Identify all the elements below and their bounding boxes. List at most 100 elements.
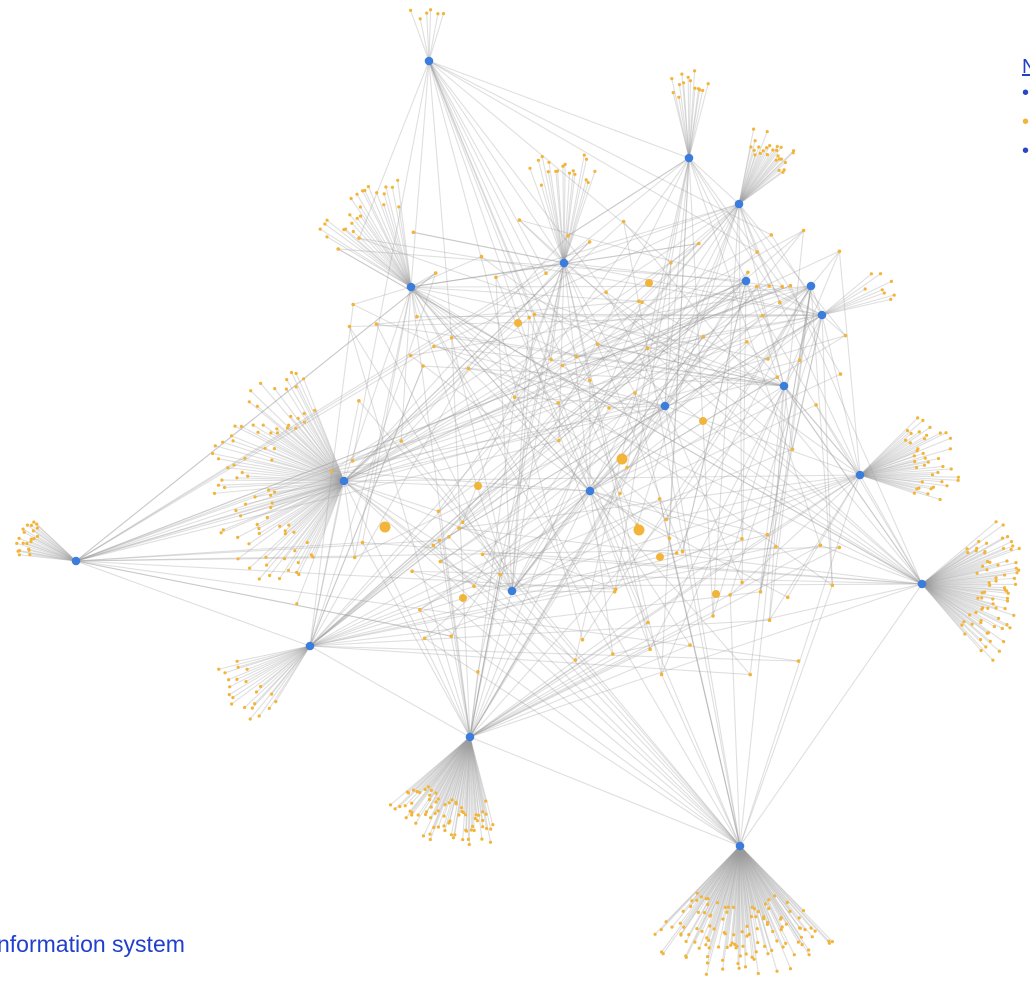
edge: [376, 285, 812, 325]
edge: [746, 341, 861, 476]
edge: [688, 90, 704, 159]
connector-node: [637, 299, 641, 304]
leaf-node: [285, 378, 289, 382]
edge: [664, 405, 743, 583]
edge: [419, 490, 591, 611]
leaf-node: [684, 939, 688, 944]
edge: [437, 736, 471, 828]
edge: [859, 442, 911, 476]
hub-node: [465, 732, 475, 742]
edge: [473, 583, 923, 587]
edge: [679, 845, 741, 924]
leaf-node: [682, 925, 686, 929]
leaf-node: [421, 834, 426, 838]
leaf-node: [788, 909, 792, 913]
edge: [469, 574, 501, 738]
leaf-node: [670, 925, 674, 929]
edge: [921, 583, 989, 634]
edge: [563, 170, 574, 264]
edge: [349, 314, 823, 328]
edge: [859, 461, 929, 476]
edge: [511, 314, 535, 592]
connector-node: [449, 634, 454, 638]
edge: [738, 158, 782, 205]
leaf-node: [762, 917, 766, 921]
hub-node: [917, 579, 927, 589]
leaf-node: [235, 677, 239, 682]
edge: [429, 736, 471, 840]
leaf-node: [679, 932, 683, 936]
edge: [921, 583, 982, 651]
connector-node: [801, 228, 806, 233]
leaf-node: [481, 810, 485, 814]
leaf-node: [1005, 559, 1009, 563]
edge: [534, 313, 785, 387]
edge: [285, 388, 345, 482]
edge: [408, 736, 471, 794]
leaf-node: [753, 139, 757, 143]
edge: [859, 474, 934, 488]
edge: [407, 736, 471, 793]
edge: [309, 251, 758, 647]
edge: [738, 171, 784, 205]
leaf-node: [1003, 573, 1007, 577]
leaf-node: [355, 192, 359, 196]
leaf-node: [752, 148, 756, 152]
leaf-node: [693, 86, 697, 90]
edge: [288, 480, 345, 526]
edge: [469, 736, 487, 815]
legend-title[interactable]: N: [1022, 56, 1030, 78]
edge: [724, 845, 741, 908]
leaf-node: [915, 487, 919, 491]
edge: [921, 547, 1020, 585]
leaf-node: [948, 436, 953, 440]
edge: [359, 206, 412, 288]
edge: [511, 590, 741, 847]
edge: [921, 583, 983, 609]
edge: [514, 203, 740, 398]
edge: [358, 400, 741, 847]
hub-node: [339, 476, 349, 486]
edge: [220, 480, 345, 534]
leaf-node: [546, 170, 550, 174]
edge: [424, 736, 471, 790]
edge: [242, 471, 345, 482]
leaf-node: [796, 940, 801, 944]
edge: [279, 480, 345, 527]
leaf-node: [555, 169, 560, 173]
leaf-node: [936, 456, 941, 461]
leaf-node: [988, 583, 992, 587]
edge: [429, 736, 471, 835]
connector-node: [796, 659, 801, 663]
connector-node: [748, 672, 752, 677]
leaf-node: [905, 429, 910, 433]
edge: [680, 845, 741, 936]
edge: [469, 546, 840, 738]
edge: [362, 541, 923, 585]
edge: [685, 845, 741, 958]
edge: [623, 221, 741, 847]
leaf-node: [755, 927, 759, 931]
leaf-node: [788, 967, 793, 971]
leaf-node: [484, 799, 488, 803]
edge: [277, 432, 345, 482]
edge: [218, 458, 345, 482]
edge: [274, 480, 345, 493]
leaf-node: [296, 561, 300, 565]
edge: [563, 154, 585, 264]
connector-node: [351, 302, 356, 307]
edge: [736, 845, 741, 947]
edge: [469, 590, 513, 738]
edge: [739, 845, 769, 923]
leaf-node: [236, 535, 240, 540]
edge: [254, 645, 311, 705]
leaf-node: [732, 933, 736, 937]
edge: [33, 530, 77, 562]
edge: [237, 480, 345, 560]
edge: [458, 736, 471, 816]
edge: [428, 60, 758, 253]
edge: [739, 845, 748, 937]
connector-node: [765, 532, 770, 537]
edge: [430, 736, 471, 808]
connector-node: [479, 254, 484, 259]
